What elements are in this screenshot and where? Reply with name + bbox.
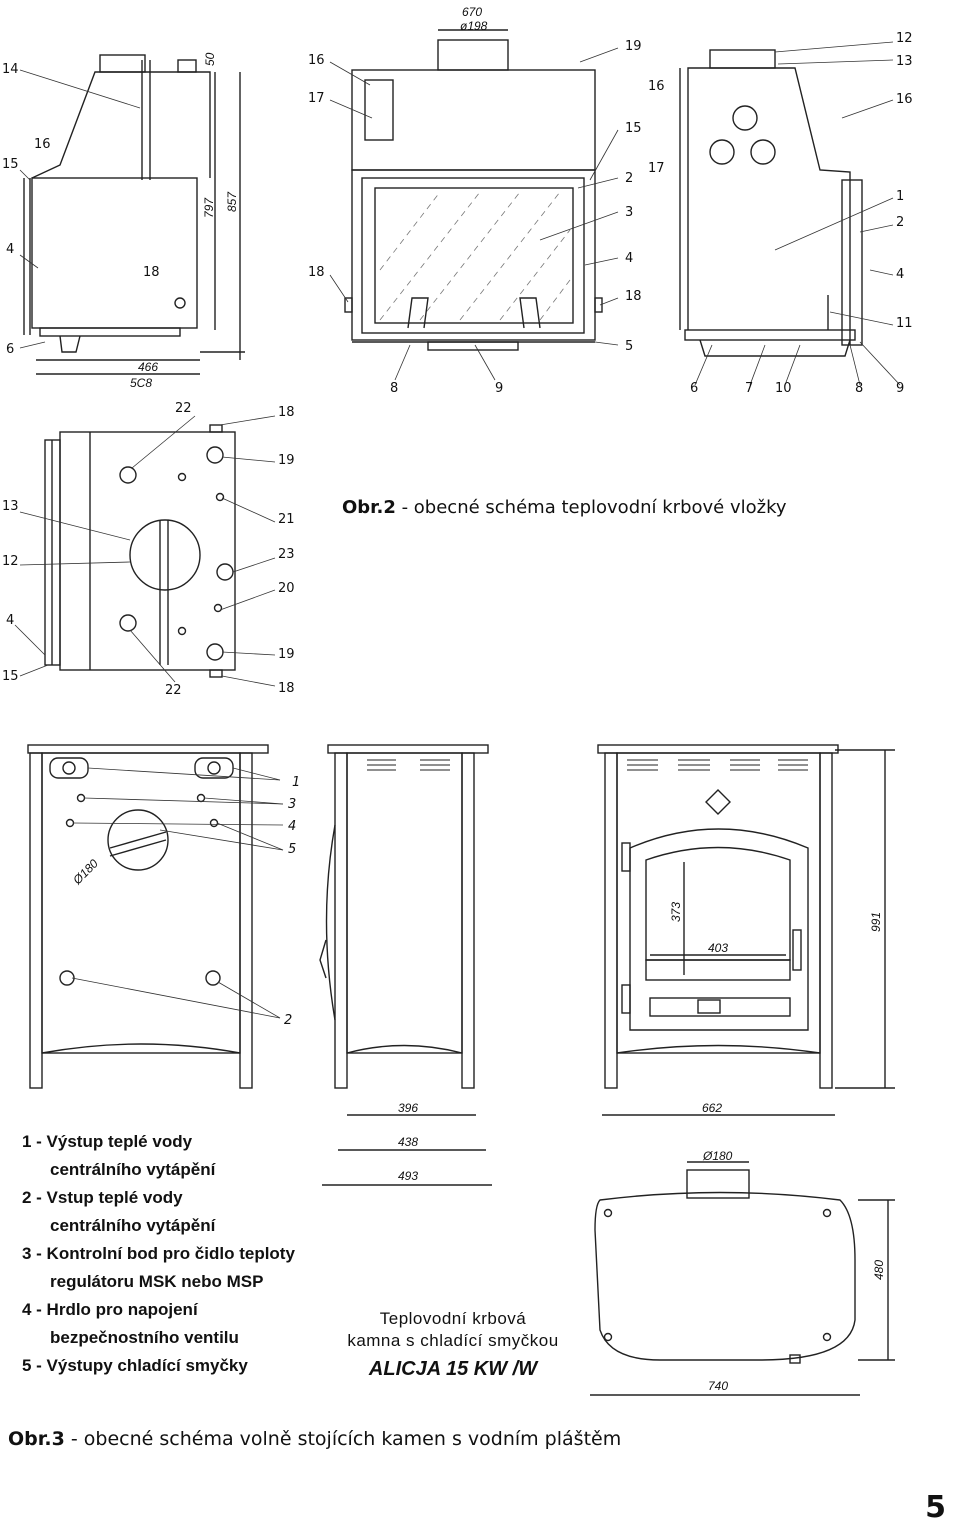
f3-dim-180-back: Ø180 <box>70 856 102 888</box>
f3-back-label-3: 4 <box>288 819 296 834</box>
legend-item-4: 4 - Hrdlo pro napojení <box>22 1300 198 1319</box>
fig3-front-view <box>597 744 895 1116</box>
f2-left-label-1: 14 <box>2 62 19 77</box>
legend-item-2-cont: centrálního vytápění <box>50 1216 216 1235</box>
fig2-caption: Obr.2 - obecné schéma teplovodní krbové … <box>342 497 787 518</box>
f2-front-label-5: 9 <box>495 381 503 396</box>
legend-item-4-cont: bezpečnostního ventilu <box>50 1328 239 1347</box>
f2-dim-508: 5C8 <box>130 376 152 390</box>
f2-top-label-2: 18 <box>278 405 295 420</box>
legend-item-3-cont: regulátoru MSK nebo MSP <box>50 1272 264 1291</box>
f2-front-label-3: 18 <box>308 265 325 280</box>
f2-right-label-7: 2 <box>896 215 904 230</box>
legend-item-1: 1 - Výstup teplé vody <box>22 1132 193 1151</box>
f2-left-label-6: 18 <box>143 265 160 280</box>
f2-dim-466: 466 <box>138 360 158 374</box>
f3-dim-740: 740 <box>708 1379 728 1393</box>
model-name: ALICJA 15 KW /W <box>368 1358 538 1380</box>
f2-front-label-6: 19 <box>625 39 642 54</box>
legend-item-2: 2 - Vstup teplé vody <box>22 1188 183 1207</box>
f2-left-label-2: 15 <box>2 157 19 172</box>
f2-front-label-8: 2 <box>625 171 633 186</box>
f2-right-label-5: 17 <box>648 161 665 176</box>
f2-top-label-4: 13 <box>2 499 19 514</box>
f2-front-label-11: 18 <box>625 289 642 304</box>
fig2-side-view-left <box>23 54 245 375</box>
f2-dim-857: 857 <box>225 191 239 212</box>
fig3-caption-text: - obecné schéma volně stojících kamen s … <box>64 1428 622 1450</box>
f2-left-label-4: 4 <box>6 242 14 257</box>
f2-right-label-3: 16 <box>648 79 665 94</box>
f2-right-label-11: 7 <box>745 381 753 396</box>
f2-dim-670: 670 <box>462 5 482 19</box>
f2-right-label-9: 11 <box>896 316 913 331</box>
f3-back-label-1: 1 <box>292 775 300 790</box>
fig2-front-view <box>344 29 603 351</box>
page-number: 5 <box>925 1490 946 1525</box>
f2-front-label-7: 15 <box>625 121 642 136</box>
fig3-caption: Obr.3 - obecné schéma volně stojících ka… <box>8 1428 621 1450</box>
f2-top-label-12: 22 <box>165 683 182 698</box>
f2-top-label-10: 19 <box>278 647 295 662</box>
f2-front-label-10: 4 <box>625 251 633 266</box>
f2-right-label-1: 12 <box>896 31 913 46</box>
f2-left-label-3: 16 <box>34 137 51 152</box>
fig2-top-view <box>44 424 236 678</box>
f2-top-label-3: 19 <box>278 453 295 468</box>
f2-top-label-9: 4 <box>6 613 14 628</box>
f2-right-label-6: 1 <box>896 189 904 204</box>
f2-dim-50: 50 <box>203 52 217 66</box>
f2-front-label-1: 16 <box>308 53 325 68</box>
fig2-side-view-right <box>679 49 863 357</box>
model-line-2: kamna s chladící smyčkou <box>347 1331 559 1350</box>
f3-dim-662: 662 <box>702 1101 722 1115</box>
f2-right-label-10: 6 <box>690 381 698 396</box>
f2-top-label-1: 22 <box>175 401 192 416</box>
f3-dim-480: 480 <box>872 1260 886 1280</box>
f3-dim-396: 396 <box>398 1101 418 1115</box>
f2-right-label-8: 4 <box>896 267 904 282</box>
f2-front-label-4: 8 <box>390 381 398 396</box>
f3-back-label-4: 5 <box>288 842 296 857</box>
f2-right-label-2: 13 <box>896 54 913 69</box>
f3-dim-493: 493 <box>398 1169 418 1183</box>
f3-dim-180-top: Ø180 <box>702 1149 733 1163</box>
f3-dim-373: 373 <box>669 902 683 922</box>
f2-top-label-8: 20 <box>278 581 295 596</box>
fig3-top-view <box>590 1161 895 1396</box>
f2-right-label-14: 9 <box>896 381 904 396</box>
f3-back-label-2: 3 <box>288 797 296 812</box>
f3-dim-403: 403 <box>708 941 728 955</box>
f3-back-label-5: 2 <box>284 1013 292 1028</box>
legend-item-5: 5 - Výstupy chladící smyčky <box>22 1356 248 1375</box>
f2-right-label-13: 8 <box>855 381 863 396</box>
legend-item-1-cont: centrálního vytápění <box>50 1160 216 1179</box>
model-block: Teplovodní krbová kamna s chladící smyčk… <box>318 1308 588 1381</box>
f2-top-label-7: 23 <box>278 547 295 562</box>
f2-top-label-13: 18 <box>278 681 295 696</box>
fig3-caption-label: Obr.3 <box>8 1428 65 1450</box>
f2-top-label-6: 12 <box>2 554 19 569</box>
f3-dim-991: 991 <box>869 912 883 932</box>
fig2-caption-text: - obecné schéma teplovodní krbové vložky <box>395 497 787 518</box>
legend-item-3: 3 - Kontrolní bod pro čidlo teploty <box>22 1244 295 1263</box>
f3-dim-438: 438 <box>398 1135 418 1149</box>
f2-front-label-12: 5 <box>625 339 633 354</box>
f2-right-label-12: 10 <box>775 381 792 396</box>
f2-front-label-2: 17 <box>308 91 325 106</box>
model-line-1: Teplovodní krbová <box>379 1309 527 1328</box>
f2-right-label-4: 16 <box>896 92 913 107</box>
f2-top-label-11: 15 <box>2 669 19 684</box>
fig2-caption-label: Obr.2 <box>342 497 396 518</box>
f2-dim-198: ø198 <box>460 19 488 33</box>
f2-dim-797: 797 <box>202 197 216 218</box>
f2-top-label-5: 21 <box>278 512 295 527</box>
f2-left-label-5: 6 <box>6 342 14 357</box>
fig3-side-view <box>319 744 492 1186</box>
f2-front-label-9: 3 <box>625 205 633 220</box>
fig3-legend: 1 - Výstup teplé vody centrálního vytápě… <box>22 1128 295 1380</box>
fig3-back-view <box>27 744 269 1089</box>
